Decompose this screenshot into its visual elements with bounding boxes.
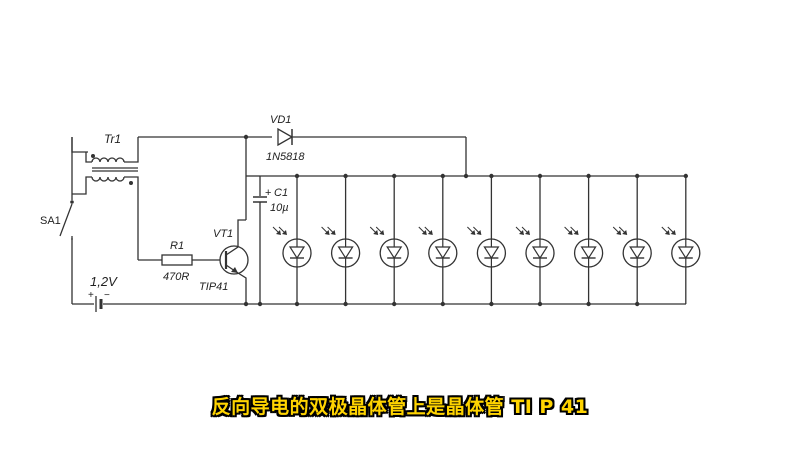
battery-minus: − [104, 290, 110, 301]
led-array [272, 173, 701, 307]
junction-c1-bottom [257, 301, 263, 307]
vd1-label: VD1 [270, 114, 291, 126]
switch-sa1 [59, 200, 74, 240]
battery-voltage-label: 1,2V [90, 274, 118, 289]
battery-plus: + [88, 290, 94, 301]
r1-label: R1 [170, 240, 184, 252]
transformer-tr1 [72, 137, 139, 260]
led-1 [272, 173, 312, 307]
vd1-part-label: 1N5818 [266, 151, 305, 163]
led-3 [369, 173, 409, 307]
resistor-r1 [161, 254, 193, 266]
led-8 [612, 173, 652, 307]
junction-emitter [243, 301, 249, 307]
c1-value-label: 10µ [270, 202, 289, 214]
vt1-part-label: TIP41 [199, 281, 228, 293]
tr1-label: Tr1 [104, 132, 121, 146]
led-5 [467, 173, 507, 307]
junction-top-left [243, 134, 249, 140]
wire-left-rail [71, 137, 88, 153]
c1-plus: + [265, 187, 271, 199]
junction-vd1-rail [463, 173, 469, 179]
battery-symbol [95, 296, 103, 312]
transistor-vt1 [219, 219, 249, 304]
subtitle-caption: 反向导电的双极晶体管上是晶体管 TI P 41 [211, 396, 589, 418]
led-7 [564, 173, 604, 307]
vt1-label: VT1 [213, 228, 233, 240]
sa1-label: SA1 [40, 215, 61, 227]
led-2 [321, 173, 361, 307]
r1-value-label: 470R [163, 271, 189, 283]
led-6 [515, 173, 555, 307]
c1-label: C1 [274, 187, 288, 199]
diode-vd1 [277, 127, 294, 147]
led-4 [418, 173, 458, 307]
led-9 [661, 173, 701, 304]
